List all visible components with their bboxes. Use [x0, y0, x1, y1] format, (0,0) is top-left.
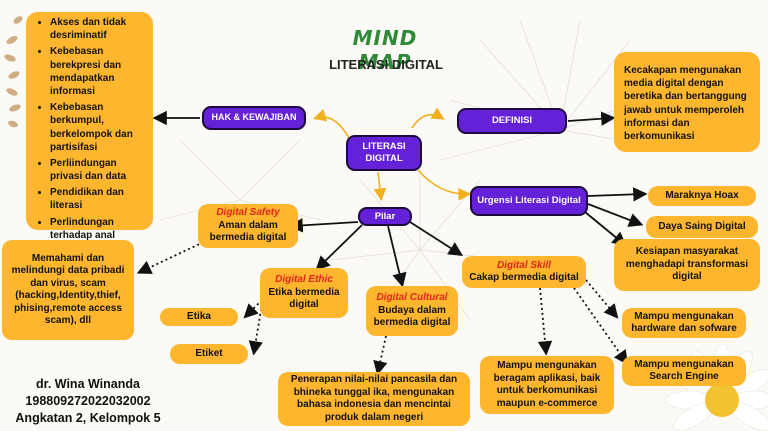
urgensi-node: Urgensi Literasi Digital: [470, 186, 588, 216]
skill-item-search-engine: Mampu mengunakan Search Engine: [622, 356, 746, 386]
skill-item-aplikasi: Mampu mengunakan beragam aplikasi, baik …: [480, 356, 614, 414]
urgensi-item-kesiapan: Kesiapan masyarakat menghadapi transform…: [614, 239, 760, 291]
skill-item-hardware: Mampu mengunakan hardware dan sofware: [622, 308, 746, 338]
page-subtitle: LITERASI DIGITAL: [329, 57, 443, 72]
digital-skill-title: Digital Skill: [497, 259, 551, 271]
digital-ethic-desc: Etika bermedia digital: [268, 286, 340, 311]
digital-safety-title: Digital Safety: [216, 207, 280, 219]
urgensi-item-hoax: Maraknya Hoax: [648, 186, 756, 206]
list-item: Pendidikan dan literasi: [50, 186, 149, 212]
digital-ethic-title: Digital Ethic: [275, 274, 333, 286]
author-name: dr. Wina Winanda: [36, 377, 140, 391]
urgensi-item-daya-saing: Daya Saing Digital: [646, 216, 758, 238]
list-item: Akses dan tidak desriminatif: [50, 16, 149, 42]
hak-items: Akses dan tidak desriminatif Kebebasan b…: [36, 16, 149, 242]
center-node: LITERASI DIGITAL: [346, 135, 422, 171]
digital-skill-desc: Cakap bermedia digital: [469, 272, 579, 283]
pilar-node: Pilar: [358, 207, 412, 226]
digital-safety-node: Digital Safety Aman dalam bermedia digit…: [198, 204, 298, 248]
list-item: Kebebasan berekpresi dan mendapatkan inf…: [50, 45, 149, 98]
definisi-node: DEFINISI: [457, 108, 567, 134]
ethic-item-etika: Etika: [160, 308, 238, 326]
list-item: Kebebasan berkumpul, berkelompok dan par…: [50, 101, 149, 154]
ethic-item-etiket: Etiket: [170, 344, 248, 364]
page-title: MIND MAP: [352, 26, 418, 74]
hak-kewajiban-list: Akses dan tidak desriminatif Kebebasan b…: [26, 12, 153, 241]
digital-cultural-desc: Budaya dalam bermedia digital: [373, 304, 451, 329]
author-nip: 198809272022032002: [25, 393, 151, 408]
digital-safety-desc: Aman dalam bermedia digital: [209, 219, 287, 244]
author-block: dr. Wina Winanda 198809272022032002 Angk…: [0, 376, 176, 427]
definisi-text: Kecakapan mengunakan media digital denga…: [614, 52, 760, 152]
digital-ethic-node: Digital Ethic Etika bermedia digital: [260, 268, 348, 318]
digital-safety-detail: Memahami dan melindungi data pribadi dan…: [2, 240, 134, 340]
digital-skill-node: Digital Skill Cakap bermedia digital: [462, 256, 586, 288]
digital-cultural-title: Digital Cultural: [376, 292, 448, 304]
hak-kewajiban-node: HAK & KEWAJIBAN: [202, 106, 306, 130]
digital-cultural-detail: Penerapan nilai-nilai pancasila dan bhin…: [278, 372, 470, 426]
digital-cultural-node: Digital Cultural Budaya dalam bermedia d…: [366, 286, 458, 336]
list-item: Perlindungan terhadap anal: [50, 216, 149, 242]
author-group: Angkatan 2, Kelompok 5: [15, 410, 161, 425]
list-item: Perliindungan privasi dan data: [50, 157, 149, 183]
